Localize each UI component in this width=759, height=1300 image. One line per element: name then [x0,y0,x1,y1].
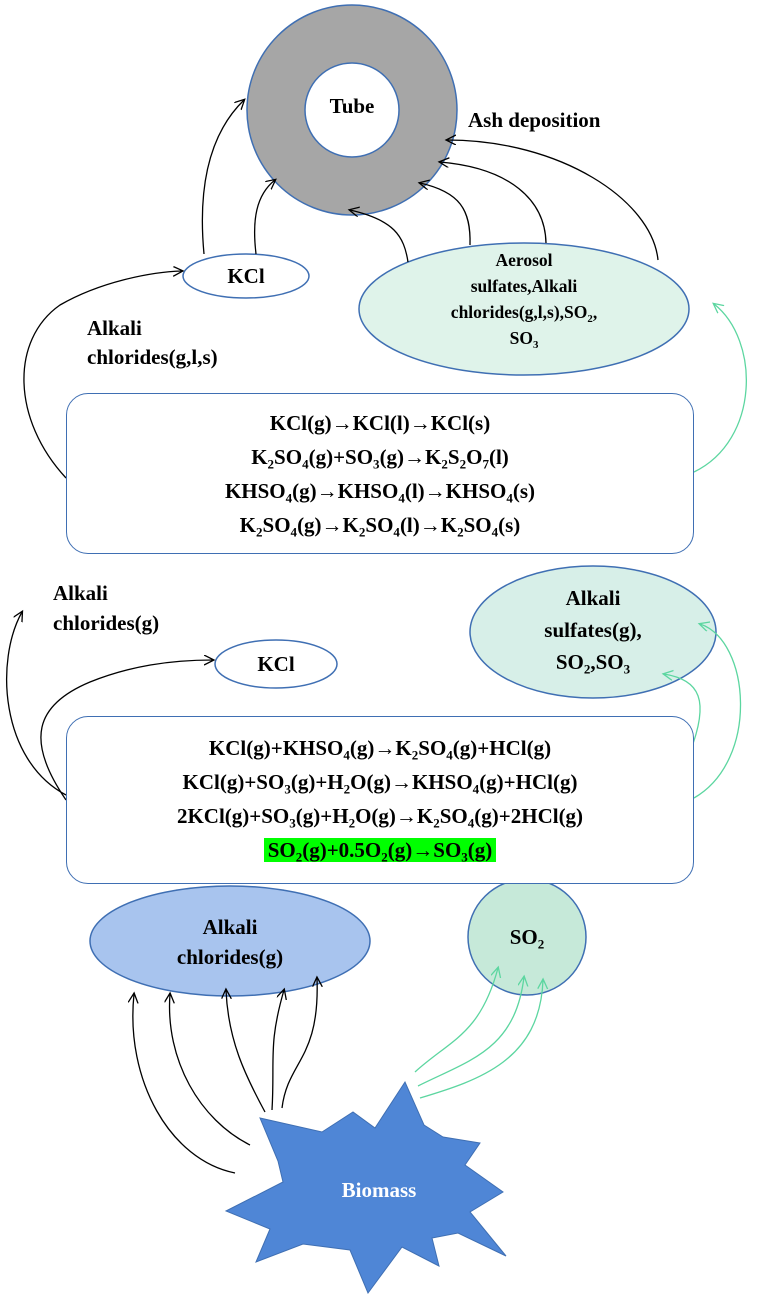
arrow-biomass-to-so2-2 [417,977,524,1087]
arrow-box-to-sulfates-inner [664,674,701,753]
condensation-reaction-box: KCl(g)→KCl(l)→KCl(s) K2SO4(g)+SO3(g)→K2S… [66,393,694,554]
arrow-aerosol-to-tube-1 [350,210,409,263]
green-arrows [414,304,747,1099]
ash-deposition-label: Ash deposition [468,108,600,133]
arrow-biomass-to-chlorides-5 [281,978,317,1109]
so2-bottom-text: SO2 [509,924,545,952]
arrow-aerosol-to-tube-3 [440,162,547,244]
arrow-biomass-to-chlorides-2 [170,994,251,1146]
gas-equation-3: 2KCl(g)+SO3(g)+H2O(g)→K2SO4(g)+2HCl(g) [176,804,584,831]
so2-bottom-label: SO2 [470,917,584,957]
arrow-kcl-to-tube-left [201,100,244,255]
arrow-aerosol-to-tube-4 [447,140,659,261]
arrow-box-to-kcl-top [23,271,182,479]
arrow-biomass-to-chlorides-4 [271,990,284,1111]
tube-ring [247,5,457,215]
alkali-chlorides-gls-label: Alkali chlorides(g,l,s) [87,314,218,372]
tube-inner [304,62,400,158]
arrow-biomass-to-so2-1 [414,968,498,1073]
arrow-biomass-to-chlorides-1 [133,994,236,1174]
condensation-equation-1: KCl(g)→KCl(l)→KCl(s) [269,411,491,435]
gas-equation-2: KCl(g)+SO3(g)+H2O(g)→KHSO4(g)+HCl(g) [182,770,578,797]
alkali-sulfates-line-3: SO2,SO3 [555,650,631,677]
arrow-biomass-to-so2-3 [419,980,543,1099]
aerosol-line-2: sulfates,Alkali [470,276,578,296]
arrow-kcl-to-tube-mid [253,180,275,255]
alkali-sulfates-label: Alkali sulfates(g), SO2,SO3 [475,582,711,678]
arrow-box-to-alkali-chlorides-g [6,612,67,796]
kcl-top-label: KCl [183,256,309,296]
alkali-chlorides-gls-line-2: chlorides(g,l,s) [87,345,218,369]
arrow-aerosol-to-tube-2 [420,183,471,246]
kcl-top-text: KCl [227,263,265,288]
alkali-sulfates-line-2: sulfates(g), [544,618,642,642]
kcl-mid-text: KCl [257,651,295,676]
arrow-box-to-sulfates-outer [693,624,742,799]
biomass-label: Biomass [306,1173,452,1207]
condensation-equation-3: KHSO4(g)→KHSO4(l)→KHSO4(s) [224,479,536,506]
alkali-sulfates-ellipse [469,565,717,699]
aerosol-line-3: chlorides(g,l,s),SO2, [450,302,598,325]
biomass-text: Biomass [341,1177,417,1202]
alkali-chlorides-gls-line-1: Alkali [87,316,142,340]
alkali-chlorides-g-label: Alkali chlorides(g) [53,578,159,638]
tube-label: Tube [305,86,399,126]
alkali-chlorides-bottom-line-2: chlorides(g) [176,945,284,969]
gas-reaction-box: KCl(g)+KHSO4(g)→K2SO4(g)+HCl(g) KCl(g)+S… [66,716,694,884]
aerosol-label: Aerosol sulfates,Alkali chlorides(g,l,s)… [364,247,684,351]
alkali-chlorides-bottom-line-1: Alkali [202,915,258,939]
ash-deposition-text: Ash deposition [468,108,601,132]
gas-equation-4-highlighted: SO2(g)+0.5O2(g)→SO3(g) [67,833,693,867]
aerosol-ellipse [358,242,690,376]
arrow-box-to-aerosol [693,304,747,473]
alkali-chlorides-g-line-1: Alkali [53,581,108,605]
so2-oxidation-highlight: SO2(g)+0.5O2(g)→SO3(g) [263,838,497,864]
condensation-equation-2: K2SO4(g)+SO3(g)→K2S2O7(l) [251,445,509,472]
alkali-chlorides-g-line-2: chlorides(g) [53,611,160,635]
aerosol-line-4: SO3 [509,328,539,351]
arrow-biomass-to-chlorides-3 [226,990,266,1113]
tube-label-text: Tube [329,93,375,118]
arrow-box-to-kcl-mid [40,660,213,801]
biomass-star [224,1080,507,1295]
alkali-chlorides-bottom-label: Alkali chlorides(g) [100,912,360,972]
condensation-equation-4: K2SO4(g)→K2SO4(l)→K2SO4(s) [239,513,521,540]
black-arrows [6,100,659,1174]
aerosol-line-1: Aerosol [495,250,553,270]
gas-equation-1: KCl(g)+KHSO4(g)→K2SO4(g)+HCl(g) [208,736,552,763]
kcl-mid-label: KCl [215,644,337,684]
alkali-sulfates-line-1: Alkali [565,586,621,610]
